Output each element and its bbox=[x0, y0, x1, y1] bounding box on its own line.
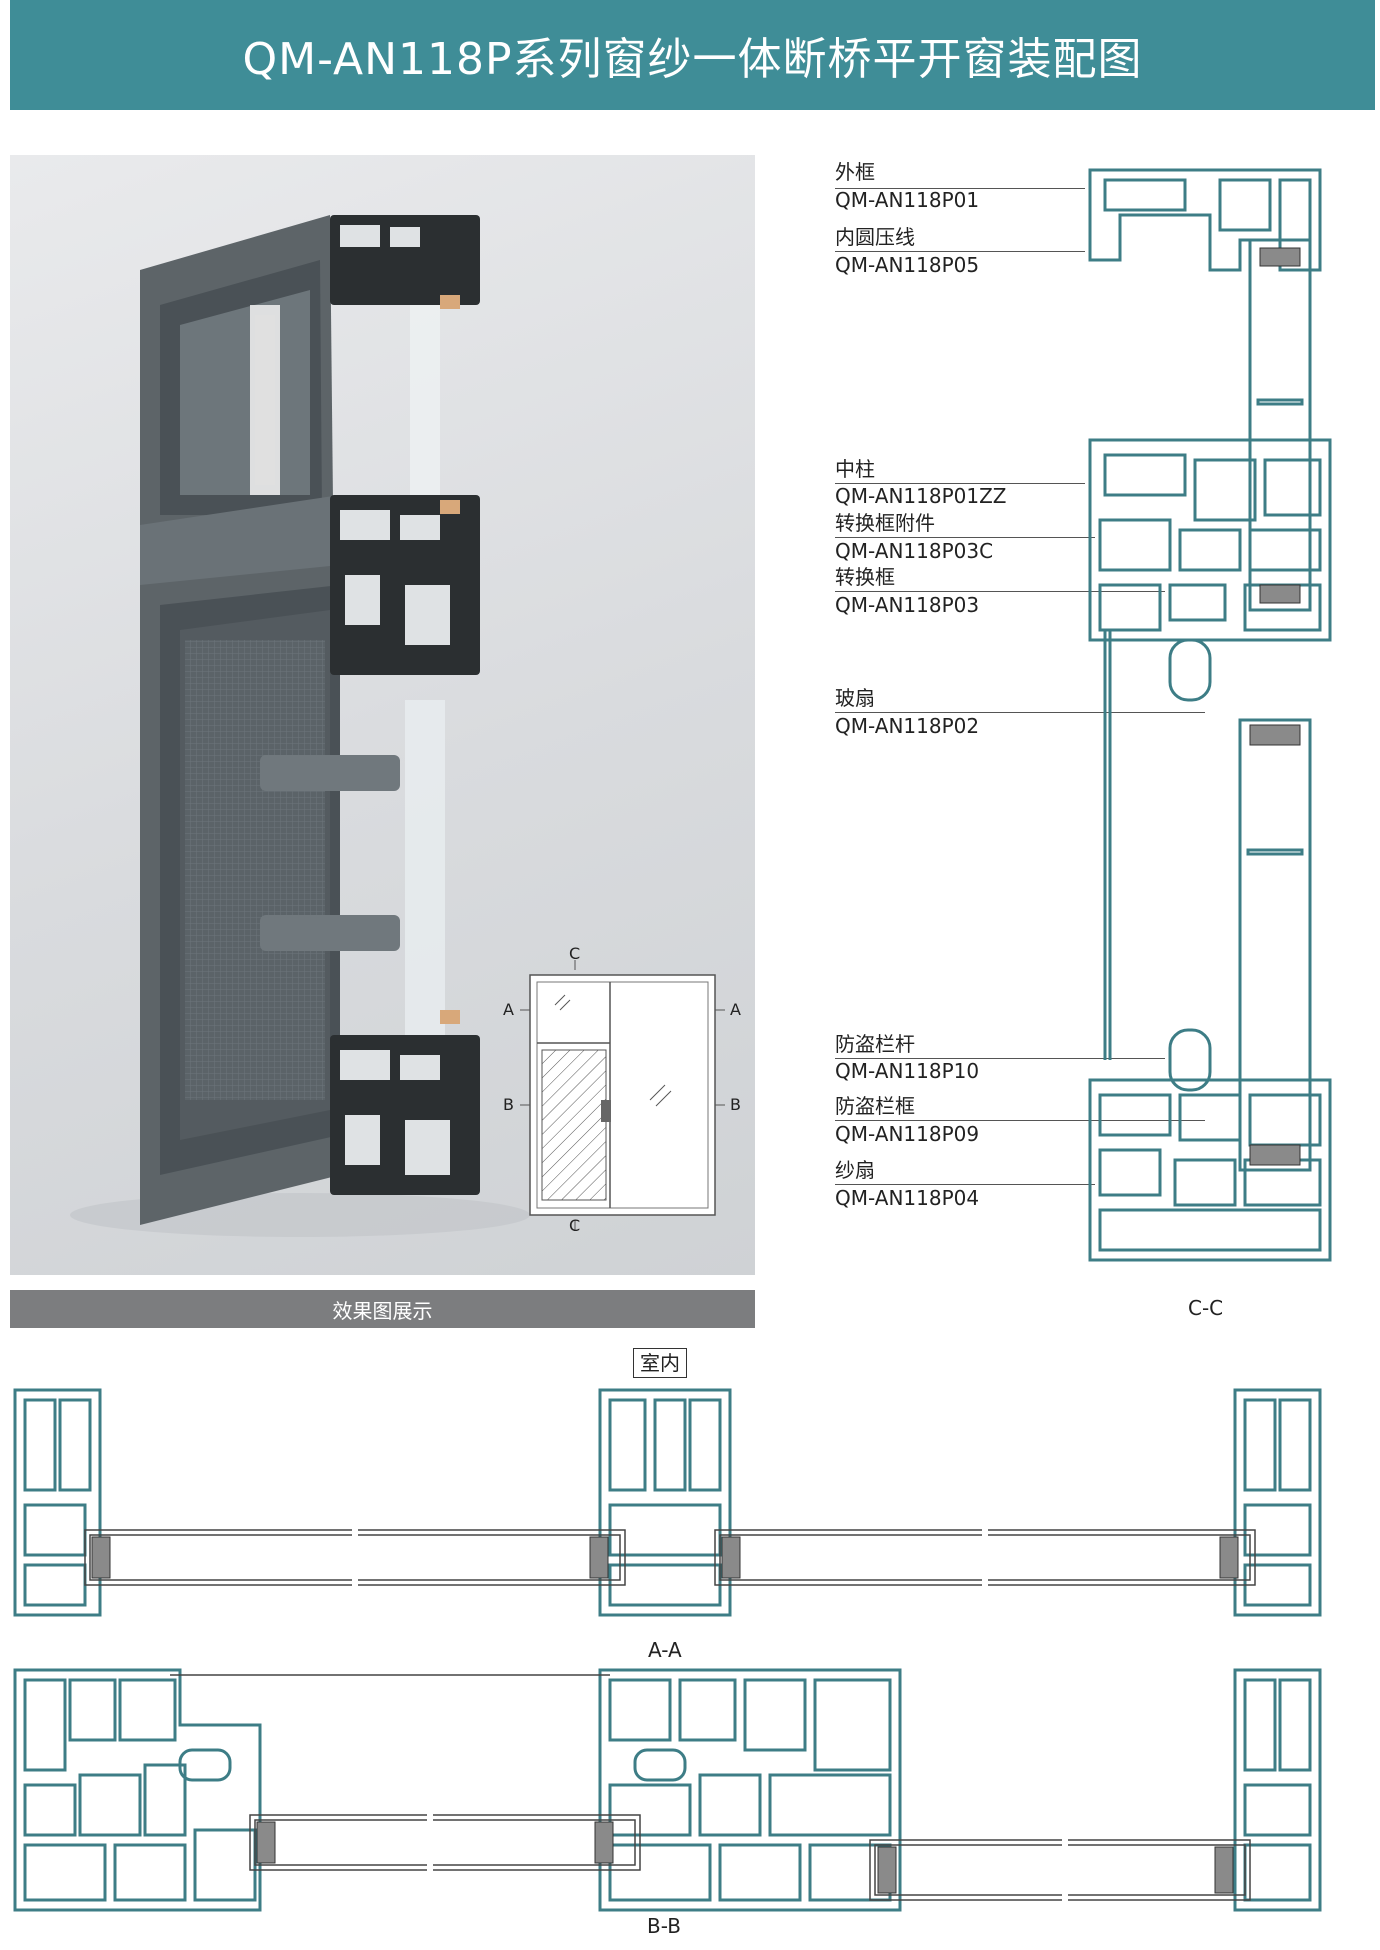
label-name: 纱扇 bbox=[835, 1158, 875, 1182]
leader-line bbox=[835, 1120, 1205, 1121]
leader-line bbox=[835, 537, 1095, 538]
label-name: 防盗栏杆 bbox=[835, 1032, 915, 1056]
label-name: 防盗栏框 bbox=[835, 1094, 915, 1118]
indoor-tag: 室内 bbox=[633, 1348, 687, 1378]
leader-line bbox=[835, 251, 1085, 252]
label-code: QM-AN118P09 bbox=[835, 1122, 980, 1146]
label-code: QM-AN118P05 bbox=[835, 253, 980, 277]
leader-line bbox=[835, 591, 1165, 592]
label-code: QM-AN118P01ZZ bbox=[835, 484, 1007, 508]
label-name: 转换框附件 bbox=[835, 511, 935, 535]
leader-line bbox=[835, 1184, 1095, 1185]
rendering-caption-bar: 效果图展示 bbox=[10, 1290, 755, 1328]
section-mark-a-right: A bbox=[730, 1000, 741, 1019]
elevation-key-diagram: C C A A B B bbox=[500, 944, 750, 1240]
leader-line bbox=[835, 1058, 1165, 1059]
label-code: QM-AN118P01 bbox=[835, 188, 980, 212]
leader-line bbox=[835, 483, 1085, 484]
leader-line bbox=[835, 712, 1205, 713]
rendering-caption: 效果图展示 bbox=[332, 1298, 433, 1323]
window-render-illustration bbox=[70, 215, 530, 1237]
title-banner: QM-AN118P系列窗纱一体断桥平开窗装配图 bbox=[10, 0, 1375, 110]
label-code: QM-AN118P10 bbox=[835, 1059, 980, 1083]
label-name: 中柱 bbox=[835, 457, 875, 481]
label-name: 玻扇 bbox=[835, 686, 875, 710]
section-aa-caption: A-A bbox=[648, 1638, 682, 1662]
section-aa-drawing bbox=[10, 1385, 1330, 1625]
section-bb-caption: B-B bbox=[647, 1914, 681, 1938]
label-name: 转换框 bbox=[835, 565, 895, 589]
label-code: QM-AN118P03 bbox=[835, 593, 980, 617]
section-mark-c-top: C bbox=[569, 944, 581, 963]
section-cc-caption: C-C bbox=[1188, 1296, 1224, 1320]
section-mark-c-bottom: C bbox=[569, 1216, 581, 1235]
label-name: 内圆压线 bbox=[835, 225, 915, 249]
section-mark-a-left: A bbox=[503, 1000, 514, 1019]
product-rendering bbox=[10, 155, 755, 1275]
label-code: QM-AN118P04 bbox=[835, 1186, 980, 1210]
section-cc-drawing bbox=[1080, 160, 1350, 1280]
page-title: QM-AN118P系列窗纱一体断桥平开窗装配图 bbox=[242, 34, 1143, 85]
label-code: QM-AN118P02 bbox=[835, 714, 980, 738]
label-code: QM-AN118P03C bbox=[835, 539, 994, 563]
label-name: 外框 bbox=[835, 160, 875, 184]
leader-line bbox=[835, 188, 1085, 189]
section-mark-b-left: B bbox=[503, 1095, 514, 1114]
section-mark-b-right: B bbox=[730, 1095, 741, 1114]
section-bb-drawing bbox=[10, 1665, 1330, 1920]
